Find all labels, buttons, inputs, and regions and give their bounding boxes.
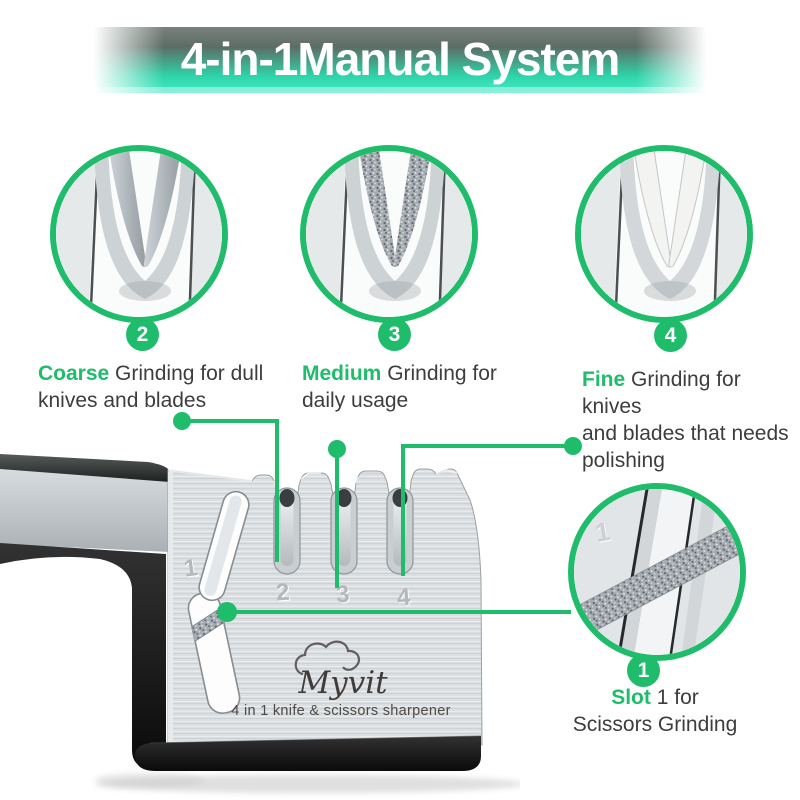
slot-number-2: 2 <box>275 579 290 607</box>
sharpener-body: 1 2 3 4 Myvit 4 in 1 knife & scissors sh… <box>134 468 483 771</box>
body-left-edge <box>168 472 173 752</box>
handle-top-strip <box>0 454 170 482</box>
banner-fade-left <box>84 26 164 94</box>
medium-label: Medium Grinding for daily usage <box>302 360 542 414</box>
medium-text-line1: Grinding for <box>387 362 497 385</box>
fine-text-line2: and blades that needs <box>582 422 789 445</box>
fine-keyword: Fine <box>582 368 626 391</box>
handle-shadow <box>95 773 205 787</box>
fine-label: Fine Grinding for knives and blades that… <box>582 366 797 474</box>
handle-steel-band <box>0 466 170 552</box>
knife-sharpener-product: 1 2 3 4 Myvit 4 in 1 knife & scissors sh… <box>0 454 520 793</box>
slot-channel-walls <box>94 151 196 299</box>
slot-label: Slot 1 for Scissors Grinding <box>545 684 765 738</box>
slot-channel-walls <box>619 151 721 299</box>
page-title: 4-in-1Manual System <box>180 33 621 85</box>
slot1-closeup: 1 <box>574 489 740 655</box>
banner-shine <box>85 87 715 93</box>
brand-name: Myvit <box>297 665 388 701</box>
fine-slot-closeup <box>581 151 747 317</box>
connector-dot-fine <box>564 437 582 455</box>
medium-slot-closeup <box>306 151 472 317</box>
steel-blade-right <box>143 151 181 267</box>
chef-hat-icon <box>294 640 361 676</box>
coarse-keyword: Coarse <box>38 362 110 385</box>
brand-logo: Myvit 4 in 1 knife & scissors sharpener <box>231 640 450 719</box>
fine-text-line3: polishing <box>582 449 665 472</box>
base <box>134 736 482 771</box>
diamond-rod-right <box>393 151 431 267</box>
engraved-1: 1 <box>593 516 612 548</box>
coarse-text-line2: knives and blades <box>38 389 207 412</box>
slot-text-line1: 1 for <box>656 686 699 709</box>
handle-grip <box>0 543 166 769</box>
badge-slot: 1 <box>627 654 660 687</box>
diamond-rod-left <box>359 151 397 267</box>
slot-number-4: 4 <box>396 584 412 612</box>
medium-zoom-circle <box>300 145 478 323</box>
ceramic-rod-right <box>668 151 707 268</box>
sharpener-handle <box>0 454 170 769</box>
badge-medium: 3 <box>378 318 411 351</box>
slot-channel-walls <box>344 151 446 299</box>
coarse-slot-closeup <box>56 151 222 317</box>
grinding-channels <box>273 487 414 575</box>
slot-keyword: Slot <box>611 686 651 709</box>
banner-fade-right <box>636 26 716 94</box>
coarse-text-line1: Grinding for dull <box>115 362 264 385</box>
fine-text-line1: Grinding for knives <box>582 368 741 418</box>
slot-number-3: 3 <box>335 581 350 609</box>
channel-2 <box>273 487 301 575</box>
product-tagline: 4 in 1 knife & scissors sharpener <box>231 703 450 719</box>
base-highlight <box>149 735 482 744</box>
coarse-zoom-circle <box>50 145 228 323</box>
badge-fine: 4 <box>654 319 687 352</box>
badge-coarse: 2 <box>126 318 159 351</box>
slot1-zoom-circle: 1 <box>568 483 746 661</box>
slot-text-line2: Scissors Grinding <box>572 713 738 736</box>
header-banner: 4-in-1Manual System <box>84 26 716 94</box>
channel-4 <box>386 487 414 575</box>
channel-3 <box>330 487 358 575</box>
steel-blade-left <box>109 151 147 267</box>
medium-keyword: Medium <box>302 362 382 385</box>
coarse-label: Coarse Grinding for dull knives and blad… <box>38 360 288 414</box>
fine-zoom-circle <box>575 145 753 323</box>
connector-dot-coarse <box>173 412 191 430</box>
medium-text-line2: daily usage <box>302 389 409 412</box>
